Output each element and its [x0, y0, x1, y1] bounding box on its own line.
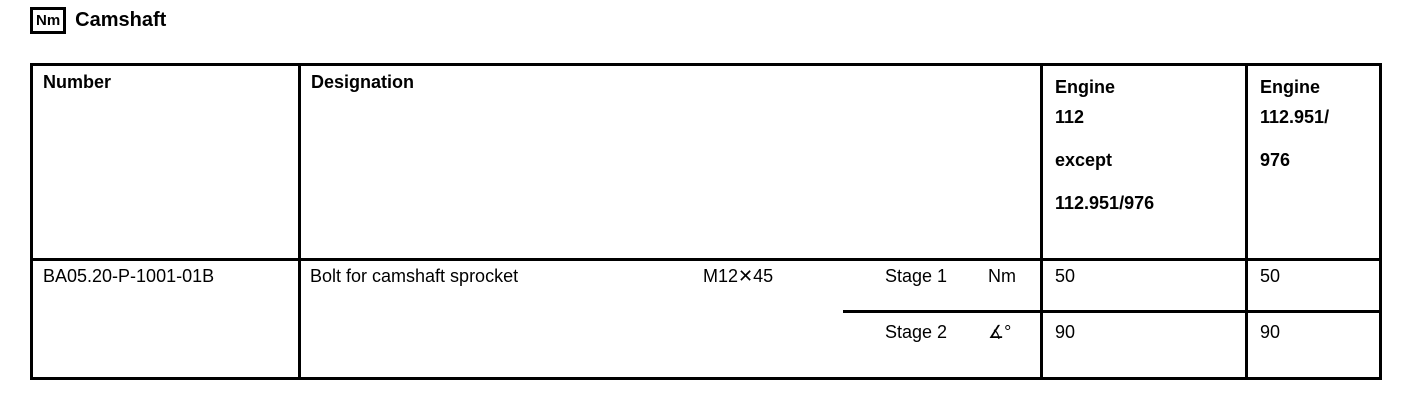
- value-stage-1-engine-112951: 50: [1248, 261, 1379, 313]
- stage-2-label: Stage 2: [885, 322, 948, 342]
- stage-row-2: Stage 2 ∡°: [843, 313, 1040, 377]
- bolt-size-text: M12✕45: [703, 266, 774, 286]
- torque-nm-icon: Nm: [30, 7, 67, 34]
- cell-part-number: BA05.20-P-1001-01B: [33, 261, 298, 377]
- designation-text: Bolt for camshaft sprocket: [310, 266, 519, 286]
- cell-values-engine-112-except: 50 90: [1040, 261, 1245, 377]
- header-line: 112: [1055, 107, 1085, 127]
- header-line: 112.951/: [1260, 107, 1330, 127]
- doc-header: Nm Camshaft: [30, 7, 166, 34]
- stage-block: Stage 1 Nm Stage 2 ∡°: [843, 261, 1040, 377]
- header-line: 976: [1260, 150, 1291, 170]
- stage-row-1: Stage 1 Nm: [843, 261, 1040, 313]
- column-header-designation: Designation: [298, 66, 1040, 261]
- stage-1-label: Stage 1: [885, 266, 948, 286]
- cell-values-engine-112951: 50 90: [1245, 261, 1379, 377]
- header-line: except: [1055, 150, 1113, 170]
- column-header-number: Number: [33, 66, 298, 261]
- header-line: Engine: [1260, 77, 1321, 97]
- value-stage-2-engine-112951: 90: [1260, 322, 1281, 342]
- page-title: Camshaft: [75, 9, 167, 31]
- header-line: Engine: [1055, 77, 1116, 97]
- header-line: 112.951/976: [1055, 193, 1155, 213]
- value-stage-2-engine-112-except: 90: [1055, 322, 1076, 342]
- stage-2-unit: ∡°: [988, 322, 1012, 342]
- column-header-engine-112-except: Engine 112 except 112.951/976: [1040, 66, 1245, 261]
- column-header-engine-112951: Engine 112.951/ 976: [1245, 66, 1379, 261]
- cell-designation: Bolt for camshaft sprocket M12✕45 Stage …: [298, 261, 1040, 377]
- value-stage-1-engine-112-except: 50: [1043, 261, 1245, 313]
- torque-spec-table: Number Designation Engine 112 except 112…: [30, 63, 1382, 380]
- stage-1-unit: Nm: [988, 266, 1016, 286]
